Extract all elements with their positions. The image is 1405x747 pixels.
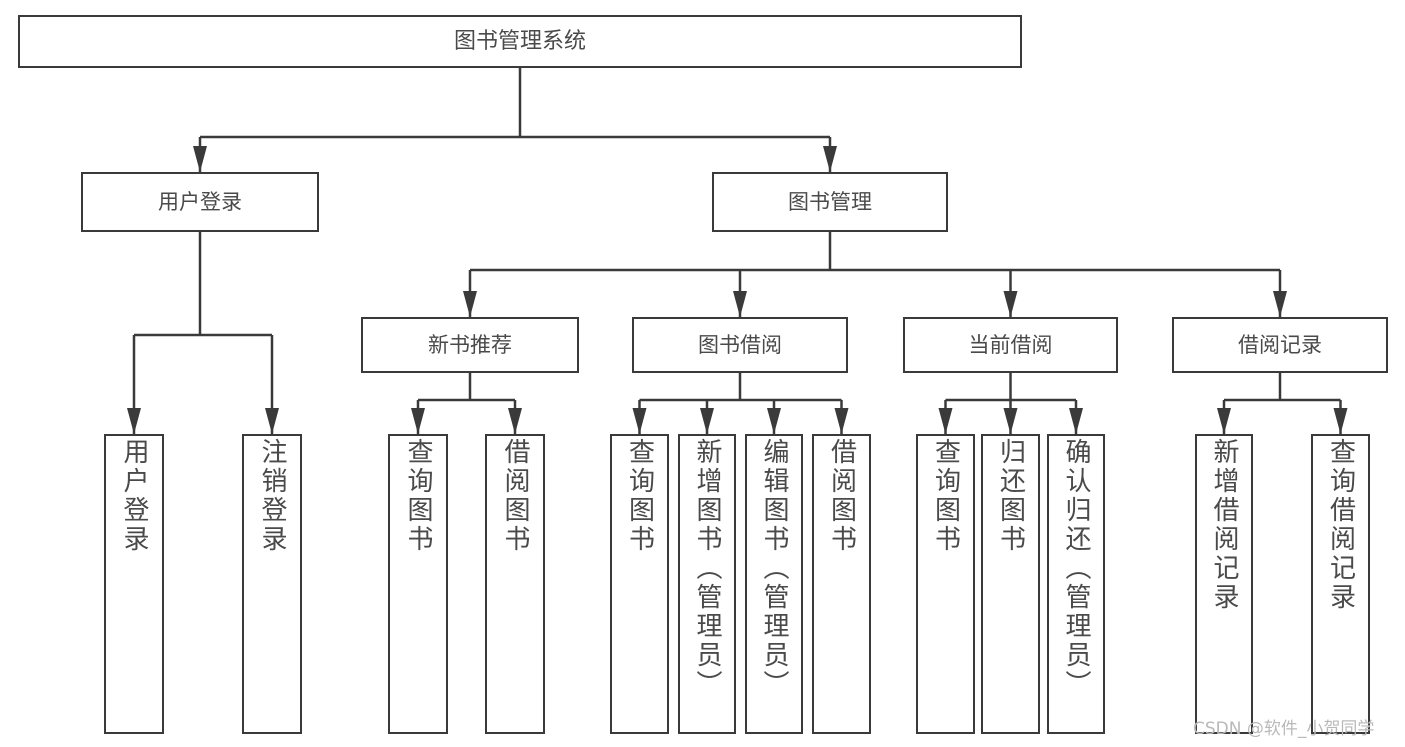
node-leaf-confirm-return-admin[interactable]: 确认归还（管理员）	[1047, 434, 1105, 734]
node-label-leaf-query-book-2: 查询图书	[624, 438, 655, 554]
node-leaf-return-book[interactable]: 归还图书	[981, 434, 1040, 734]
arrowhead-leaf-return-book	[1003, 408, 1018, 434]
arrowhead-leaf-add-borrow-record	[1217, 408, 1231, 434]
arrowhead-leaf-borrow-book-2	[834, 408, 849, 434]
node-label-current-borrow: 当前借阅	[968, 332, 1053, 357]
arrowhead-leaf-borrow-book-1	[508, 408, 522, 434]
node-label-leaf-query-book-1: 查询图书	[403, 438, 433, 554]
arrowhead-current-borrow	[1003, 291, 1018, 317]
node-user-login[interactable]: 用户登录	[81, 172, 319, 232]
arrowhead-leaf-confirm-return-admin	[1069, 408, 1083, 434]
node-label-leaf-logout-login: 注销登录	[257, 438, 287, 554]
node-leaf-borrow-book-2[interactable]: 借阅图书	[812, 434, 871, 734]
node-label-leaf-user-login: 用户登录	[119, 438, 149, 554]
node-label-leaf-add-borrow-record: 新增借阅记录	[1209, 438, 1239, 612]
arrowhead-leaf-query-book-3	[938, 408, 953, 434]
node-leaf-edit-book-admin[interactable]: 编辑图书（管理员）	[745, 434, 803, 734]
arrowhead-leaf-query-borrow-record	[1333, 408, 1348, 434]
arrowhead-leaf-edit-book-admin	[767, 408, 781, 434]
node-leaf-user-login[interactable]: 用户登录	[104, 434, 164, 734]
node-leaf-add-borrow-record[interactable]: 新增借阅记录	[1195, 434, 1253, 734]
node-leaf-add-book-admin[interactable]: 新增图书（管理员）	[678, 434, 736, 734]
node-leaf-query-book-3[interactable]: 查询图书	[916, 434, 975, 734]
arrowhead-new-book-recommend	[463, 291, 477, 317]
node-label-leaf-borrow-book-2: 借阅图书	[826, 438, 857, 554]
node-label-book-manage: 图书管理	[788, 189, 872, 214]
arrowhead-borrow-record	[1273, 291, 1287, 317]
node-label-leaf-borrow-book-1: 借阅图书	[500, 438, 530, 554]
arrowhead-leaf-query-book-2	[632, 408, 647, 434]
arrowhead-leaf-user-login	[127, 408, 141, 434]
arrowhead-book-manage	[823, 146, 837, 172]
node-label-leaf-add-book-admin: 新增图书（管理员）	[692, 438, 722, 699]
node-label-book-borrow: 图书借阅	[698, 332, 782, 357]
node-leaf-borrow-book-1[interactable]: 借阅图书	[485, 434, 545, 734]
node-label-leaf-confirm-return-admin: 确认归还（管理员）	[1061, 438, 1091, 699]
node-label-leaf-edit-book-admin: 编辑图书（管理员）	[759, 438, 789, 699]
node-new-book-recommend[interactable]: 新书推荐	[361, 317, 579, 373]
arrowhead-leaf-add-book-admin	[700, 408, 714, 434]
node-leaf-query-book-1[interactable]: 查询图书	[388, 434, 448, 734]
node-label-user-login: 用户登录	[158, 189, 242, 214]
node-label-leaf-return-book: 归还图书	[995, 438, 1026, 554]
arrowhead-leaf-logout-login	[265, 408, 279, 434]
arrowhead-book-borrow	[733, 291, 747, 317]
arrowhead-user-login	[193, 146, 207, 172]
node-borrow-record[interactable]: 借阅记录	[1172, 317, 1388, 373]
arrowhead-leaf-query-book-1	[411, 408, 425, 434]
node-root[interactable]: 图书管理系统	[18, 15, 1022, 68]
node-leaf-logout-login[interactable]: 注销登录	[242, 434, 302, 734]
node-leaf-query-book-2[interactable]: 查询图书	[610, 434, 669, 734]
node-book-borrow[interactable]: 图书借阅	[632, 317, 848, 373]
node-label-borrow-record: 借阅记录	[1238, 332, 1322, 357]
node-label-new-book-recommend: 新书推荐	[428, 332, 512, 357]
node-book-manage[interactable]: 图书管理	[712, 172, 948, 232]
node-label-root: 图书管理系统	[453, 28, 586, 54]
node-label-leaf-query-borrow-record: 查询借阅记录	[1325, 438, 1356, 612]
node-label-leaf-query-book-3: 查询图书	[930, 438, 961, 554]
node-leaf-query-borrow-record[interactable]: 查询借阅记录	[1311, 434, 1370, 734]
node-current-borrow[interactable]: 当前借阅	[903, 317, 1118, 373]
